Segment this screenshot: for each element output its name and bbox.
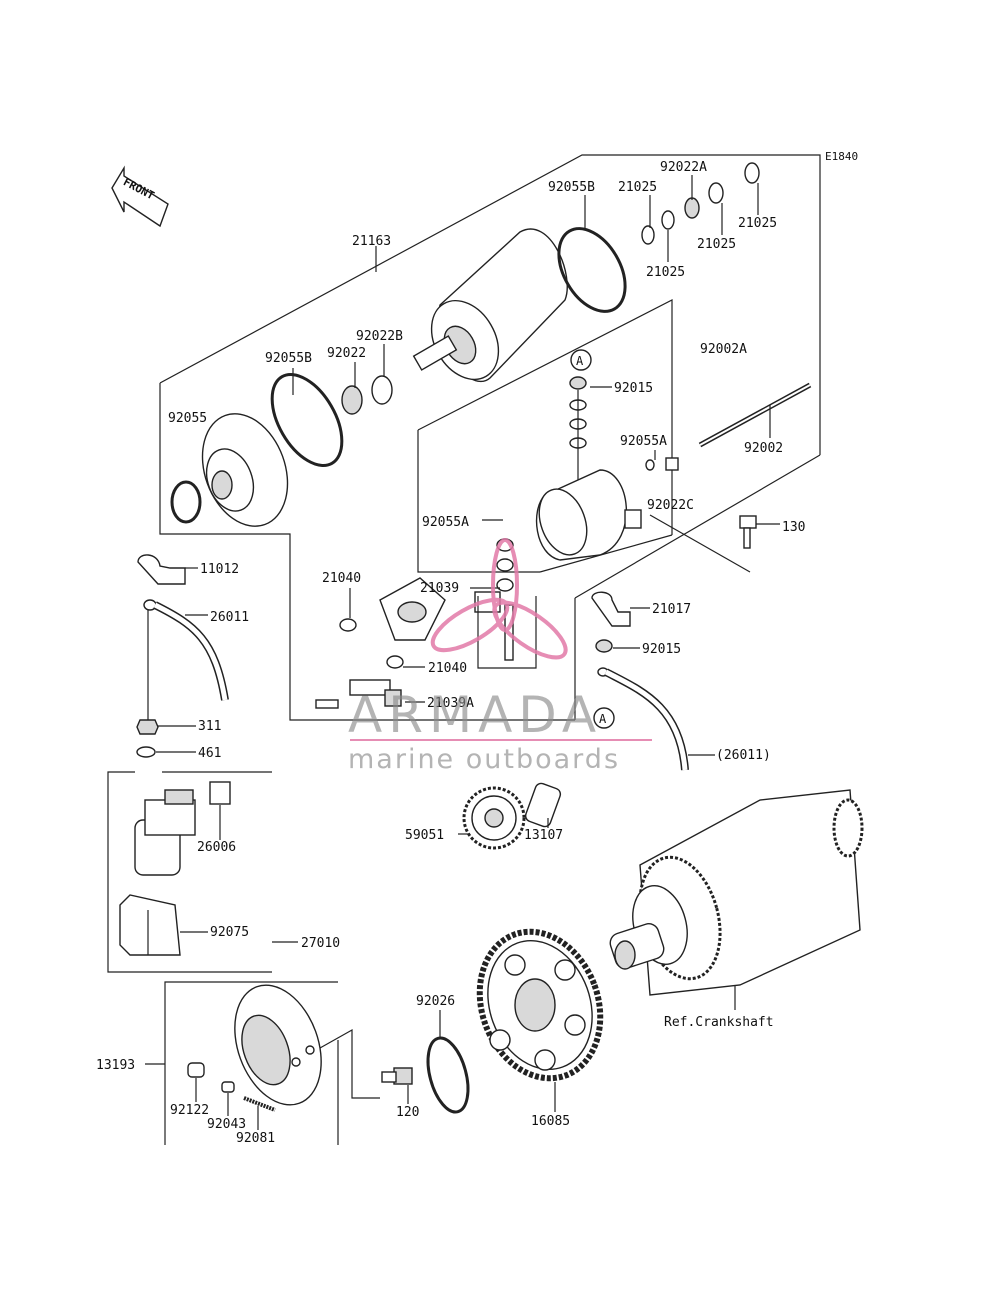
end-cover [170,413,289,527]
starter-clutch-13193 [234,984,322,1106]
label-11012: 11012 [200,562,239,577]
roller-92122 [187,1062,205,1078]
label-92022: 92022 [327,346,366,361]
clutch-group-frame [164,981,380,1145]
label-92122: 92122 [170,1103,209,1118]
washer-92022a [684,197,700,219]
starter-relay-frame [107,771,272,973]
svg-text:A: A [576,354,584,368]
label-13193: 13193 [96,1058,135,1073]
label-92075: 92075 [210,925,249,940]
starter-group-frame [159,154,821,721]
shaft-13107 [524,782,562,828]
label-21039a: 21039A [427,696,474,711]
label-92055a-right: 92055A [620,434,667,449]
label-92002a: 92002A [700,342,747,357]
front-arrow-icon: FRONT [111,165,169,228]
washer-21025-c [708,182,724,204]
nut-311 [136,719,159,735]
label-21017: 21017 [652,602,691,617]
cap-21017 [591,591,631,627]
label-26011-paren: (26011) [716,748,771,763]
spring-21040-bot [386,655,404,669]
label-92022a: 92022A [660,160,707,175]
needle-bearing-92026 [426,1036,470,1114]
o-ring-92055b-top [557,227,627,313]
washer-21025-a [641,225,655,245]
label-92055b-left: 92055B [265,351,312,366]
label-21163: 21163 [352,234,391,249]
label-26011: 26011 [210,610,249,625]
callout-a-bottom: A [593,707,615,729]
starter-gear-16085 [476,928,604,1082]
through-bolt [698,382,812,448]
label-92015-top: 92015 [614,381,653,396]
nut-92015-top [569,376,587,390]
label-92015-mid: 92015 [642,642,681,657]
nut-92015-mid [595,639,613,653]
label-21025-a: 21025 [618,180,657,195]
label-120: 120 [396,1105,419,1120]
o-ring-92055b-left [270,372,344,468]
brush-21039a [315,679,402,709]
label-21040-top: 21040 [322,571,361,586]
idle-gear-59051 [462,786,526,850]
cap-11012 [137,554,186,585]
svg-text:A: A [599,712,607,726]
bolt-130 [739,515,757,549]
callout-a-top: A [570,349,592,371]
cap-92022c [665,457,679,471]
label-461: 461 [198,746,221,761]
relay-cover-92075 [119,894,181,956]
label-21025-b: 21025 [738,216,777,231]
cable-26011-right [597,667,689,771]
starter-motor [412,228,568,382]
watermark-brand: ARMADA [348,686,602,744]
label-21025-c: 21025 [646,265,685,280]
label-26006: 26006 [197,840,236,855]
starter-relay [134,789,196,876]
spring-21040-top [339,618,357,632]
label-92026: 92026 [416,994,455,1009]
bolt-120 [381,1067,413,1085]
label-130: 130 [782,520,805,535]
label-92002: 92002 [744,441,783,456]
watermark-tagline: marine outboards [348,744,620,775]
label-92081: 92081 [236,1131,275,1146]
part-labels: E1840 21163 92055B 21025 92022A 21025 21… [96,150,858,1146]
washer-21025-d [744,162,760,184]
crankshaft [609,789,864,1010]
fuse-26006 [209,781,231,805]
label-21025-d: 21025 [697,237,736,252]
label-92022c: 92022C [647,498,694,513]
leader-lines [145,175,759,1130]
label-92055b-top: 92055B [548,180,595,195]
label-ref-crankshaft: Ref.Crankshaft [664,1015,774,1030]
label-21039: 21039 [420,581,459,596]
label-27010: 27010 [301,936,340,951]
watermark-logo-icon [430,538,568,660]
o-ring-92055a-right [645,459,655,471]
washer-461 [136,746,156,758]
label-16085: 16085 [531,1114,570,1129]
washer-92022 [341,385,363,415]
washer-92022b [371,375,393,405]
plunger-92043 [221,1081,235,1093]
label-13107: 13107 [524,828,563,843]
label-92043: 92043 [207,1117,246,1132]
label-59051: 59051 [405,828,444,843]
label-92022b: 92022B [356,329,403,344]
label-92055: 92055 [168,411,207,426]
spring-92081 [243,1096,276,1112]
diagram-code: E1840 [825,150,858,163]
watermark: ARMADA marine outboards [348,538,652,775]
washer-21025-b [661,210,675,230]
label-92055a-left: 92055A [422,515,469,530]
label-311: 311 [198,719,221,734]
cable-26011-left [143,599,229,720]
label-21040-bot: 21040 [428,661,467,676]
front-cover [535,469,642,561]
